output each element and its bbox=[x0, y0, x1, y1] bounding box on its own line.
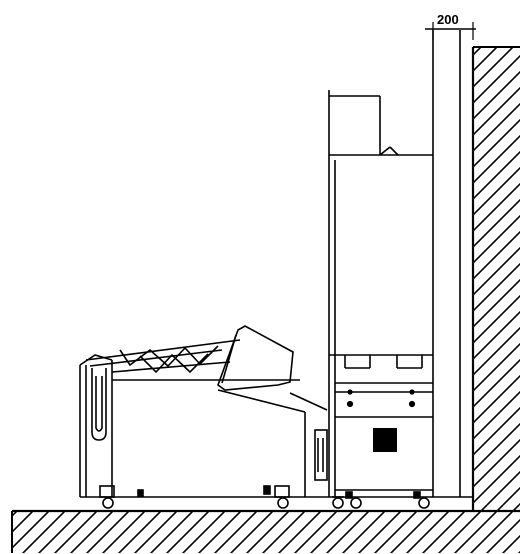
clearance-dimension-label: 200 bbox=[437, 12, 459, 27]
trolley-handle bbox=[79, 354, 113, 441]
cabinet-casters bbox=[327, 491, 433, 509]
vertical-duct bbox=[432, 30, 473, 498]
control-panel-square bbox=[373, 428, 397, 452]
tilting-tray bbox=[217, 325, 294, 391]
trolley-casters bbox=[99, 485, 290, 509]
upper-housing bbox=[328, 90, 433, 497]
wall-hatched bbox=[471, 46, 520, 511]
floor-hatched bbox=[11, 509, 520, 553]
side-bracket bbox=[314, 429, 328, 481]
trolley-frame bbox=[85, 339, 241, 374]
lower-cabinet bbox=[329, 354, 433, 491]
